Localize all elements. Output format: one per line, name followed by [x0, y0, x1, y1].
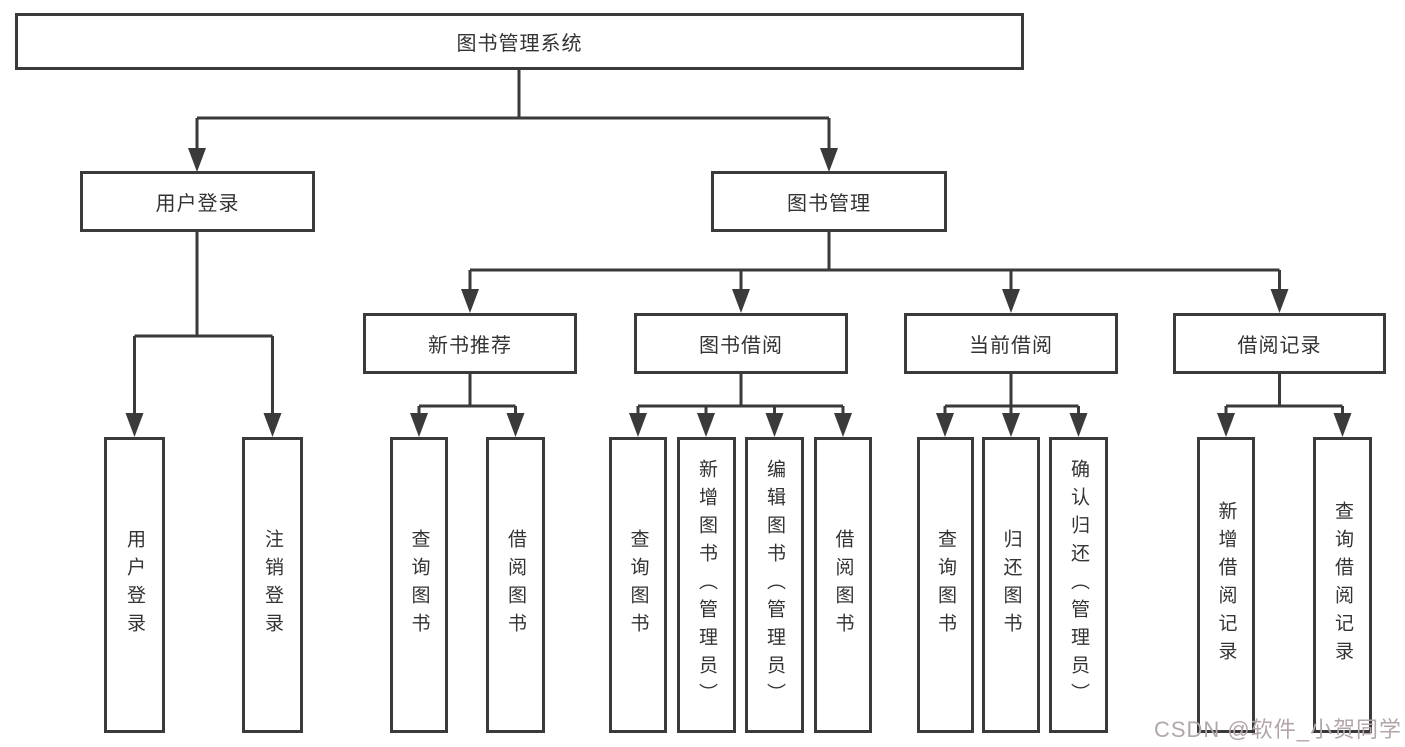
node-leaf-edit-book-admin: 编辑图书（管理员）	[745, 437, 804, 733]
node-label: 编辑图书（管理员）	[764, 459, 785, 711]
node-label: 借阅记录	[1237, 335, 1322, 357]
node-label: 新书推荐	[428, 335, 512, 357]
node-label: 查询图书	[935, 529, 956, 641]
node-label: 确认归还（管理员）	[1068, 459, 1089, 711]
arrowhead	[125, 413, 144, 437]
arrowhead	[936, 413, 954, 437]
edge-root-to-level2	[188, 70, 838, 172]
node-label: 用户登录	[155, 193, 240, 215]
arrowhead	[461, 289, 479, 313]
node-borrowing-records: 借阅记录	[1173, 313, 1386, 374]
edge-book-management-to-level3	[461, 232, 1289, 313]
node-leaf-return-books: 归还图书	[982, 437, 1040, 733]
arrowhead	[506, 413, 525, 437]
arrowhead	[188, 148, 206, 172]
node-leaf-borrow-books-2: 借阅图书	[814, 437, 872, 733]
edge-user-login-to-leaves	[125, 232, 282, 437]
arrowhead	[1069, 413, 1088, 437]
edge-new-book-recommend-to-leaves	[410, 374, 525, 437]
arrowhead	[765, 413, 784, 437]
node-leaf-add-borrow-record: 新增借阅记录	[1197, 437, 1255, 733]
node-label: 图书管理	[787, 193, 871, 215]
arrowhead	[1002, 289, 1020, 313]
node-label: 新增借阅记录	[1215, 501, 1237, 669]
node-leaf-add-book-admin: 新增图书（管理员）	[677, 437, 736, 733]
arrowhead	[834, 413, 852, 437]
node-book-management: 图书管理	[711, 171, 947, 232]
arrowhead	[629, 413, 647, 437]
node-label: 注销登录	[262, 529, 283, 641]
node-library-management-system: 图书管理系统	[15, 13, 1024, 70]
node-label: 图书管理系统	[456, 33, 583, 55]
node-leaf-user-login: 用户登录	[104, 437, 165, 733]
arrowhead	[1217, 413, 1235, 437]
edge-current-borrowing-to-leaves	[936, 374, 1088, 437]
node-leaf-confirm-return-admin: 确认归还（管理员）	[1049, 437, 1108, 733]
node-leaf-query-books-2: 查询图书	[609, 437, 667, 733]
edge-book-borrowing-to-leaves	[629, 374, 852, 437]
node-user-login: 用户登录	[80, 171, 315, 232]
node-label: 查询借阅记录	[1332, 501, 1353, 669]
node-leaf-query-books-1: 查询图书	[390, 437, 448, 733]
arrowhead	[820, 148, 838, 172]
node-label: 借阅图书	[505, 529, 526, 641]
node-label: 查询图书	[408, 529, 430, 641]
arrowhead	[410, 413, 428, 437]
csdn-watermark: CSDN @软件_小贺同学	[1153, 717, 1402, 742]
node-label: 借阅图书	[832, 529, 854, 641]
node-book-borrowing: 图书借阅	[634, 313, 848, 374]
arrowhead	[732, 289, 750, 313]
node-leaf-query-books-3: 查询图书	[917, 437, 974, 733]
node-leaf-query-borrow-record: 查询借阅记录	[1313, 437, 1372, 733]
node-label: 归还图书	[1000, 529, 1022, 641]
node-label: 查询图书	[627, 529, 649, 641]
node-label: 当前借阅	[969, 335, 1053, 357]
node-label: 图书借阅	[699, 335, 783, 357]
node-leaf-logout: 注销登录	[242, 437, 303, 733]
node-label: 新增图书（管理员）	[696, 459, 717, 711]
node-label: 用户登录	[124, 529, 145, 641]
arrowhead	[1270, 289, 1289, 313]
node-current-borrowing: 当前借阅	[904, 313, 1118, 374]
arrowhead	[1333, 413, 1352, 437]
edge-borrowing-records-to-leaves	[1217, 374, 1352, 437]
arrowhead	[263, 413, 282, 437]
arrowhead	[697, 413, 715, 437]
node-new-book-recommend: 新书推荐	[363, 313, 577, 374]
arrowhead	[1002, 413, 1020, 437]
node-leaf-borrow-books-1: 借阅图书	[486, 437, 545, 733]
